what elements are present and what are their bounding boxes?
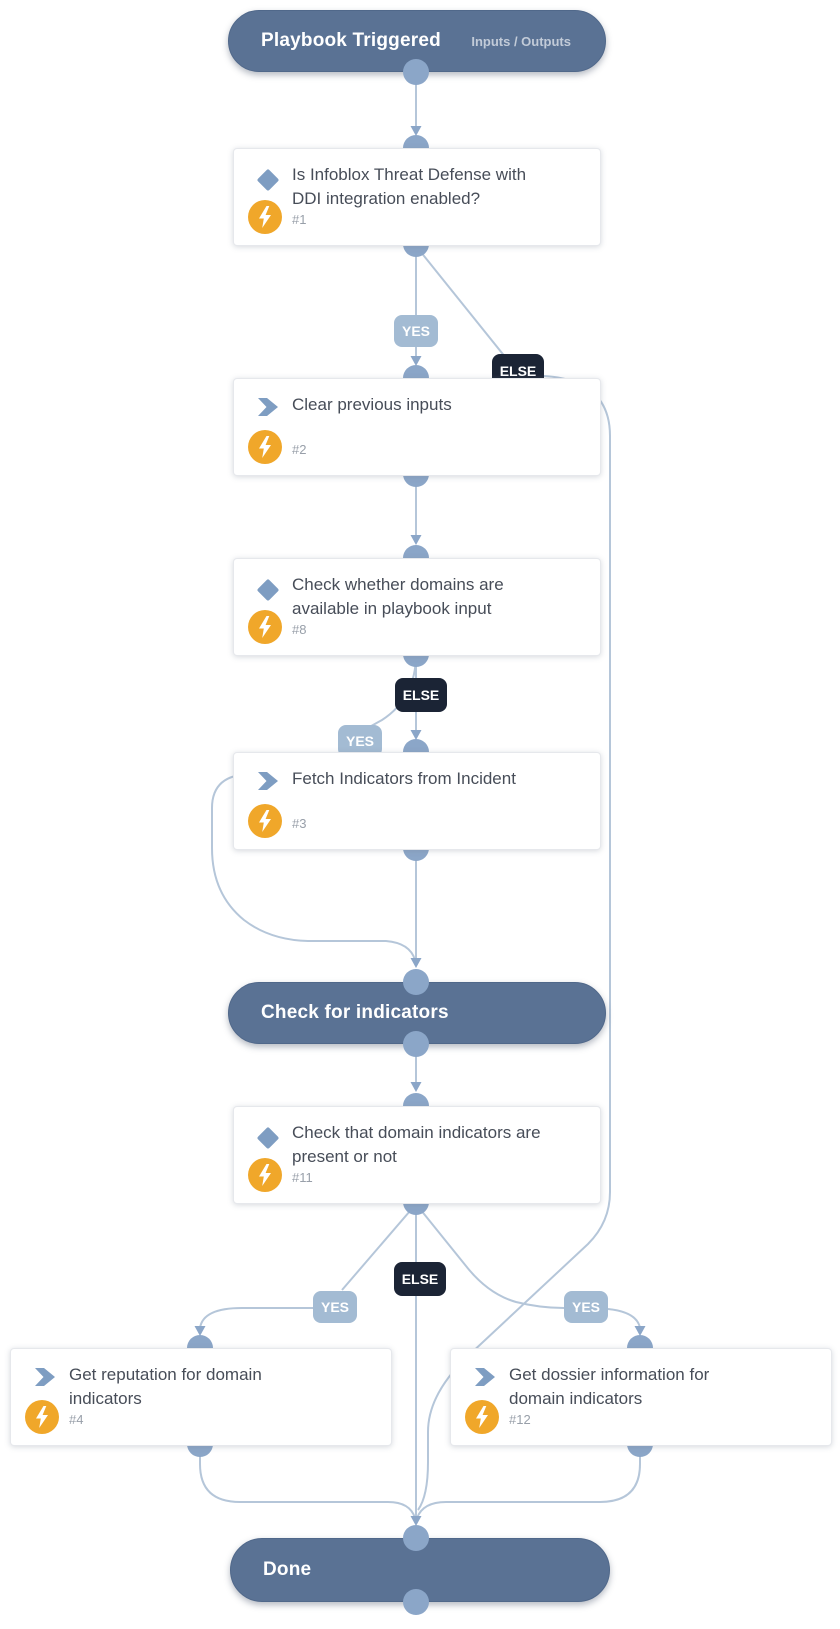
node-title: Get dossier information for domain indic… <box>509 1365 710 1409</box>
condition-diamond-icon <box>256 1126 280 1150</box>
task-chevron-icon <box>475 1368 495 1386</box>
task-number: #2 <box>292 442 307 457</box>
automation-bolt-icon <box>465 1400 499 1434</box>
edge-11-yes12-a <box>415 1203 565 1309</box>
automation-bolt-icon <box>248 1158 282 1192</box>
task-node-4[interactable]: Get reputation for domain indicators #4 <box>10 1348 392 1446</box>
branch-label-yes-8: YES <box>338 725 382 757</box>
task-number: #3 <box>292 816 307 831</box>
task-number: #11 <box>292 1170 313 1185</box>
section-title: Check for indicators <box>261 1002 449 1023</box>
edge-4-done <box>199 1444 416 1519</box>
automation-bolt-icon <box>248 804 282 838</box>
task-chevron-icon <box>258 772 278 790</box>
automation-bolt-icon <box>248 610 282 644</box>
inputs-outputs-link[interactable]: Inputs / Outputs <box>471 33 571 49</box>
task-number: #12 <box>509 1412 531 1427</box>
section-header-node[interactable]: Check for indicators <box>228 982 606 1044</box>
branch-label-else-8: ELSE <box>395 678 447 712</box>
condition-diamond-icon <box>256 168 280 192</box>
condition-node-1[interactable]: Is Infoblox Threat Defense with DDI inte… <box>233 148 601 246</box>
edge-1-else-a <box>415 245 515 369</box>
task-number: #8 <box>292 622 307 637</box>
task-number: #4 <box>69 1412 84 1427</box>
task-chevron-icon <box>35 1368 55 1386</box>
task-node-2[interactable]: Clear previous inputs #2 <box>233 378 601 476</box>
task-chevron-icon <box>258 398 278 416</box>
branch-label-yes-11-right: YES <box>564 1291 608 1323</box>
node-title: Check whether domains are available in p… <box>292 575 504 619</box>
node-title: Is Infoblox Threat Defense with DDI inte… <box>292 165 527 209</box>
start-title: Playbook Triggered <box>261 30 441 51</box>
node-title: Check that domain indicators are present… <box>292 1123 541 1167</box>
automation-bolt-icon <box>248 200 282 234</box>
condition-node-11[interactable]: Check that domain indicators are present… <box>233 1106 601 1204</box>
task-number: #1 <box>292 212 307 227</box>
task-node-12[interactable]: Get dossier information for domain indic… <box>450 1348 832 1446</box>
done-title: Done <box>263 1559 312 1580</box>
branch-label-else-11: ELSE <box>394 1262 446 1296</box>
automation-bolt-icon <box>25 1400 59 1434</box>
branch-label-yes-11-left: YES <box>313 1291 357 1323</box>
node-title: Get reputation for domain indicators <box>69 1365 262 1409</box>
start-node[interactable]: Playbook Triggered Inputs / Outputs <box>228 10 606 72</box>
condition-node-8[interactable]: Check whether domains are available in p… <box>233 558 601 656</box>
edge-1-else-b <box>417 375 611 1511</box>
arrowheads <box>194 126 646 1526</box>
edge-11-yes4-a <box>341 1203 417 1291</box>
edge-11-yes4-b <box>199 1307 314 1329</box>
task-node-3[interactable]: Fetch Indicators from Incident #3 <box>233 752 601 850</box>
edge-11-yes12-b <box>607 1308 641 1329</box>
edge-12-done <box>416 1444 641 1519</box>
condition-diamond-icon <box>256 578 280 602</box>
node-title: Fetch Indicators from Incident <box>292 769 516 788</box>
automation-bolt-icon <box>248 430 282 464</box>
node-title: Clear previous inputs <box>292 395 452 414</box>
done-node[interactable]: Done <box>230 1538 610 1602</box>
branch-label-yes-1: YES <box>394 315 438 347</box>
